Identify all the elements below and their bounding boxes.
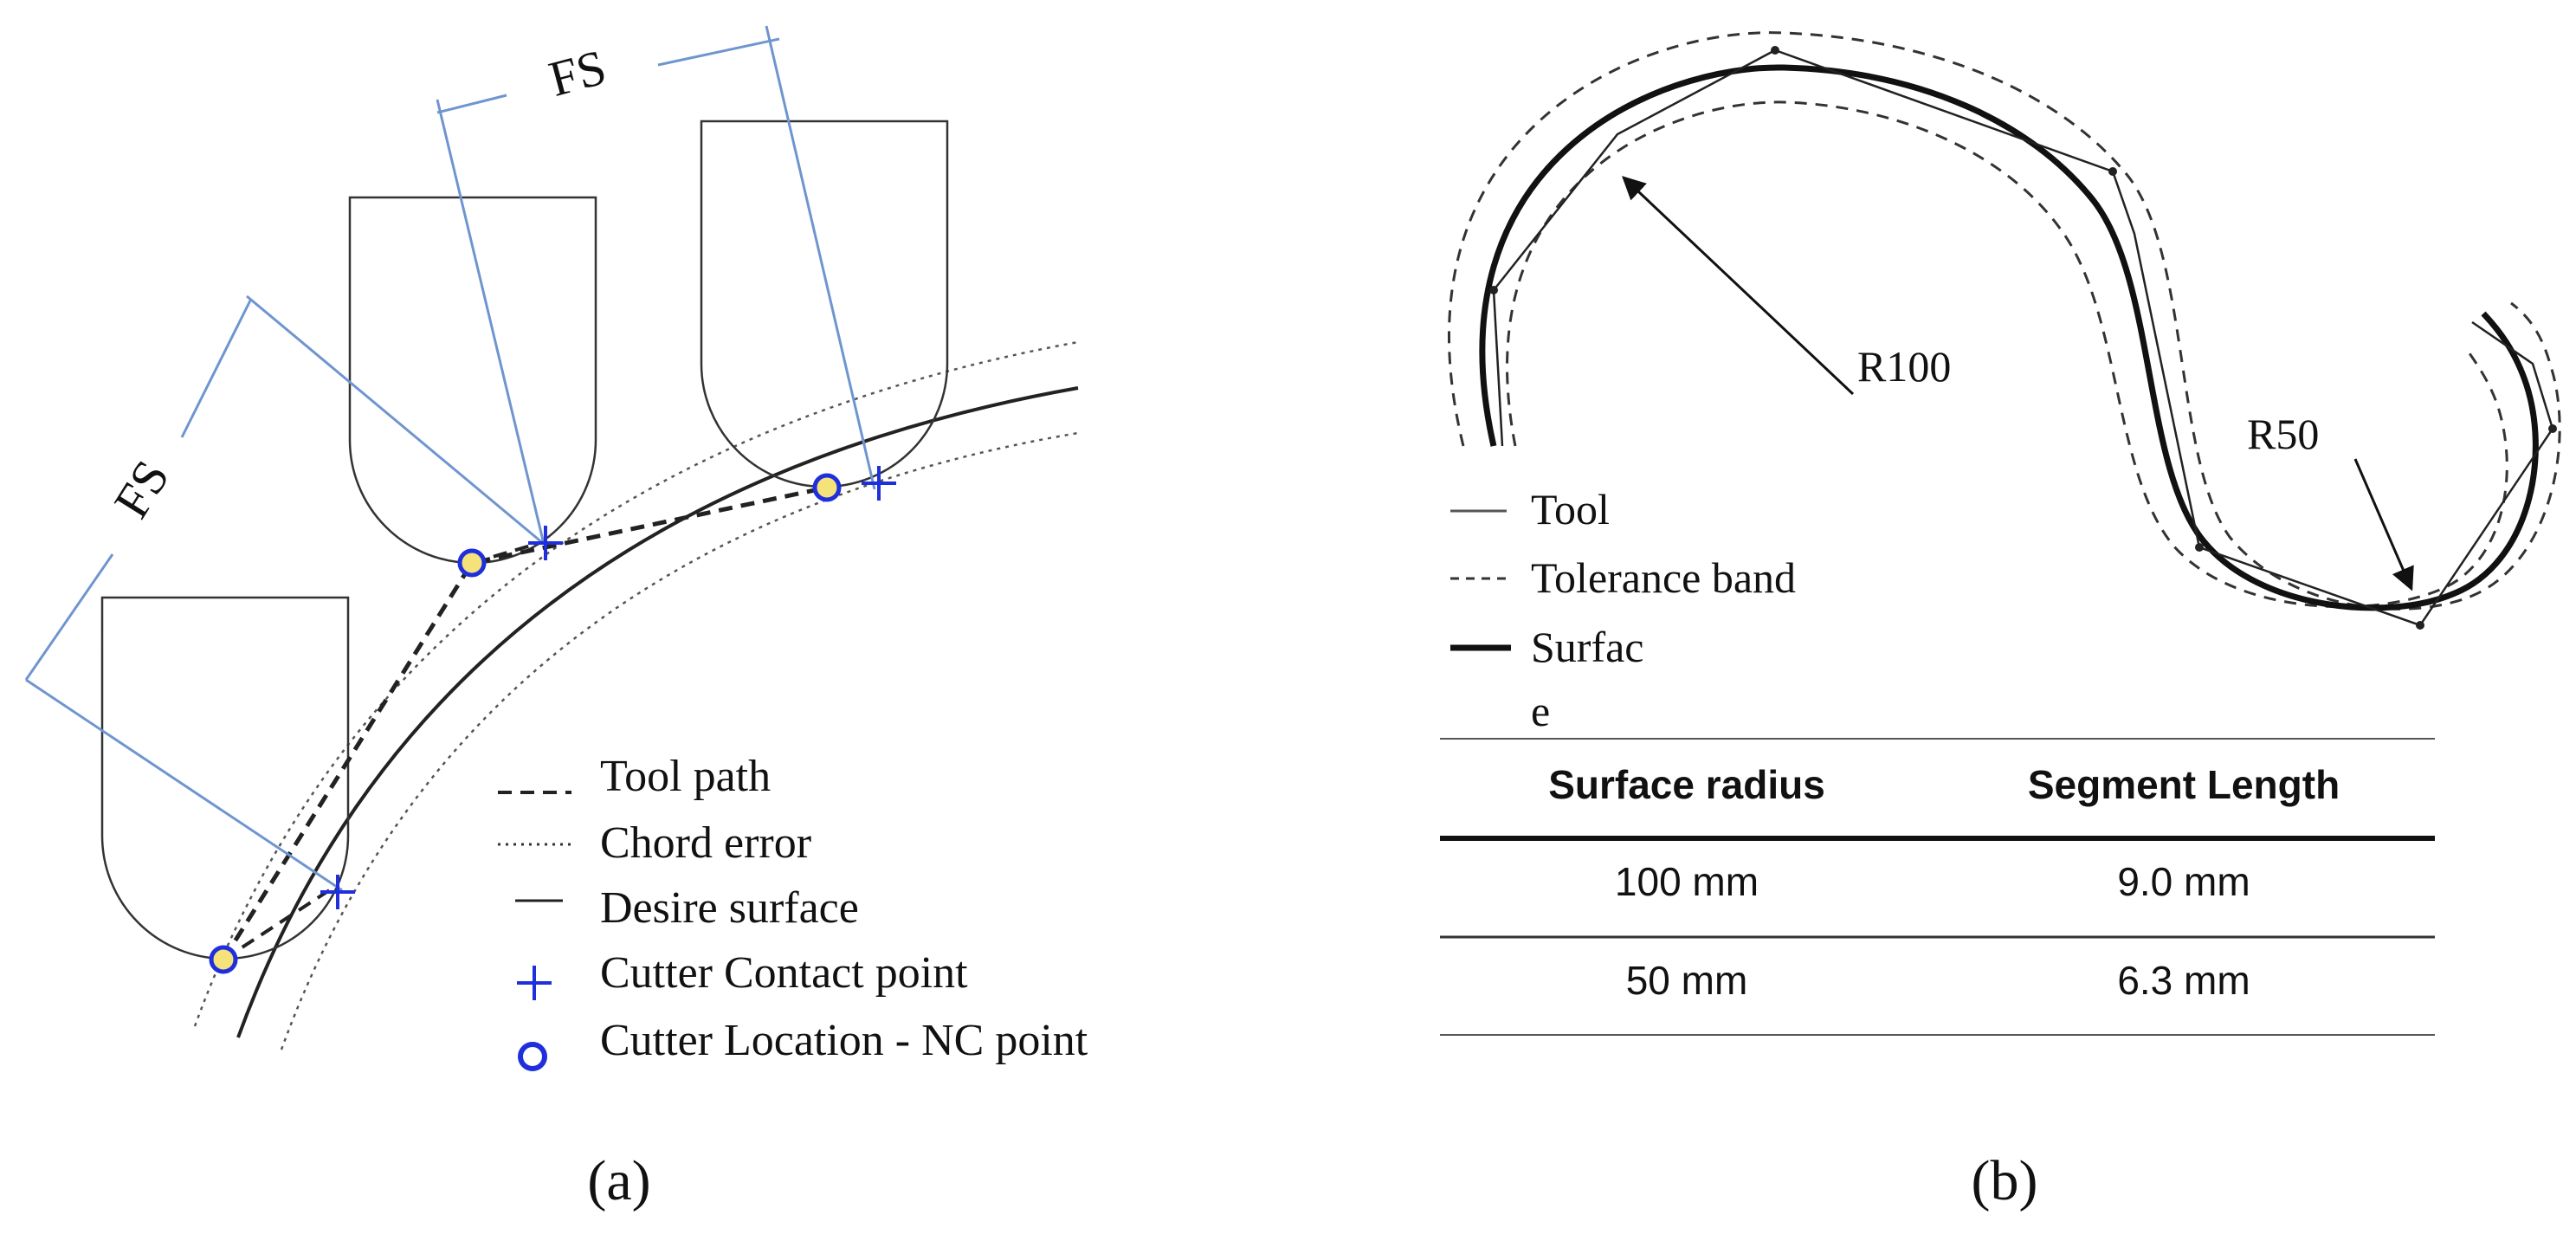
- r100-label: R100: [1857, 342, 1951, 391]
- legend-cutter-location-label: Cutter Location - NC point: [600, 1016, 1088, 1065]
- table-cell: 100 mm: [1615, 859, 1759, 904]
- table-cell: 6.3 mm: [2117, 958, 2250, 1003]
- panel-b-caption: (b): [1972, 1149, 2038, 1212]
- r50-label: R50: [2247, 410, 2319, 458]
- legend-surface-label-wrap: e: [1531, 687, 1550, 735]
- cutter-contact-point-markers: [320, 466, 896, 909]
- surface-curve: [1479, 64, 2539, 611]
- panel-a-legend: Tool path Chord error Desire surface Cut…: [498, 752, 1088, 1071]
- panel-a-diagram: FS FS Tool path Chord error Desire surfa…: [24, 25, 1088, 1212]
- legend-desire-surface-label: Desire surface: [600, 883, 859, 933]
- table-cell: 50 mm: [1626, 958, 1748, 1003]
- fs-label-upper: FS: [543, 38, 611, 107]
- fs-dimension-lower: [24, 294, 545, 892]
- tolerance-band-inner: [1506, 100, 2508, 609]
- tool-path-line: [221, 485, 828, 961]
- table-cell: 9.0 mm: [2117, 859, 2250, 904]
- legend-cutter-contact-label: Cutter Contact point: [600, 948, 968, 998]
- tool-outline-left: [100, 596, 350, 960]
- tool-outline-right: [700, 120, 949, 488]
- tool-polyline: [1492, 48, 2554, 627]
- legend-plus-icon: [517, 966, 552, 1000]
- tool-path-chord: [222, 886, 335, 961]
- legend-circle-icon: [518, 1042, 547, 1071]
- panel-b-legend: Tool Tolerance band Surfac e: [1450, 485, 1796, 735]
- r50-arrow: [2353, 458, 2414, 591]
- chord-error-curve-inner: [280, 431, 1079, 1050]
- segment-length-table: Surface radius Segment Length 100 mm 9.0…: [1440, 738, 2435, 1036]
- legend-tool-path-label: Tool path: [600, 752, 771, 801]
- legend-tool-label: Tool: [1531, 485, 1610, 533]
- cutter-location-markers: [209, 473, 842, 974]
- legend-surface-label: Surfac: [1531, 623, 1644, 671]
- fs-dimension-upper: [436, 25, 876, 545]
- panel-a-caption: (a): [587, 1149, 650, 1212]
- tolerance-band-outer: [1448, 31, 2561, 611]
- legend-tolerance-band-label: Tolerance band: [1531, 553, 1796, 602]
- fs-label-lower: FS: [103, 450, 180, 527]
- panel-b-diagram: R100 R50 Tool Tolerance band Surfac e Su…: [1440, 31, 2561, 1212]
- table-header-segment-length: Segment Length: [2028, 762, 2340, 807]
- r100-arrow: [1622, 176, 1855, 396]
- table-header-surface-radius: Surface radius: [1548, 762, 1825, 807]
- tool-vertex-markers: [1489, 46, 2557, 630]
- desire-surface-curve: [236, 386, 1079, 1038]
- legend-chord-error-label: Chord error: [600, 818, 811, 868]
